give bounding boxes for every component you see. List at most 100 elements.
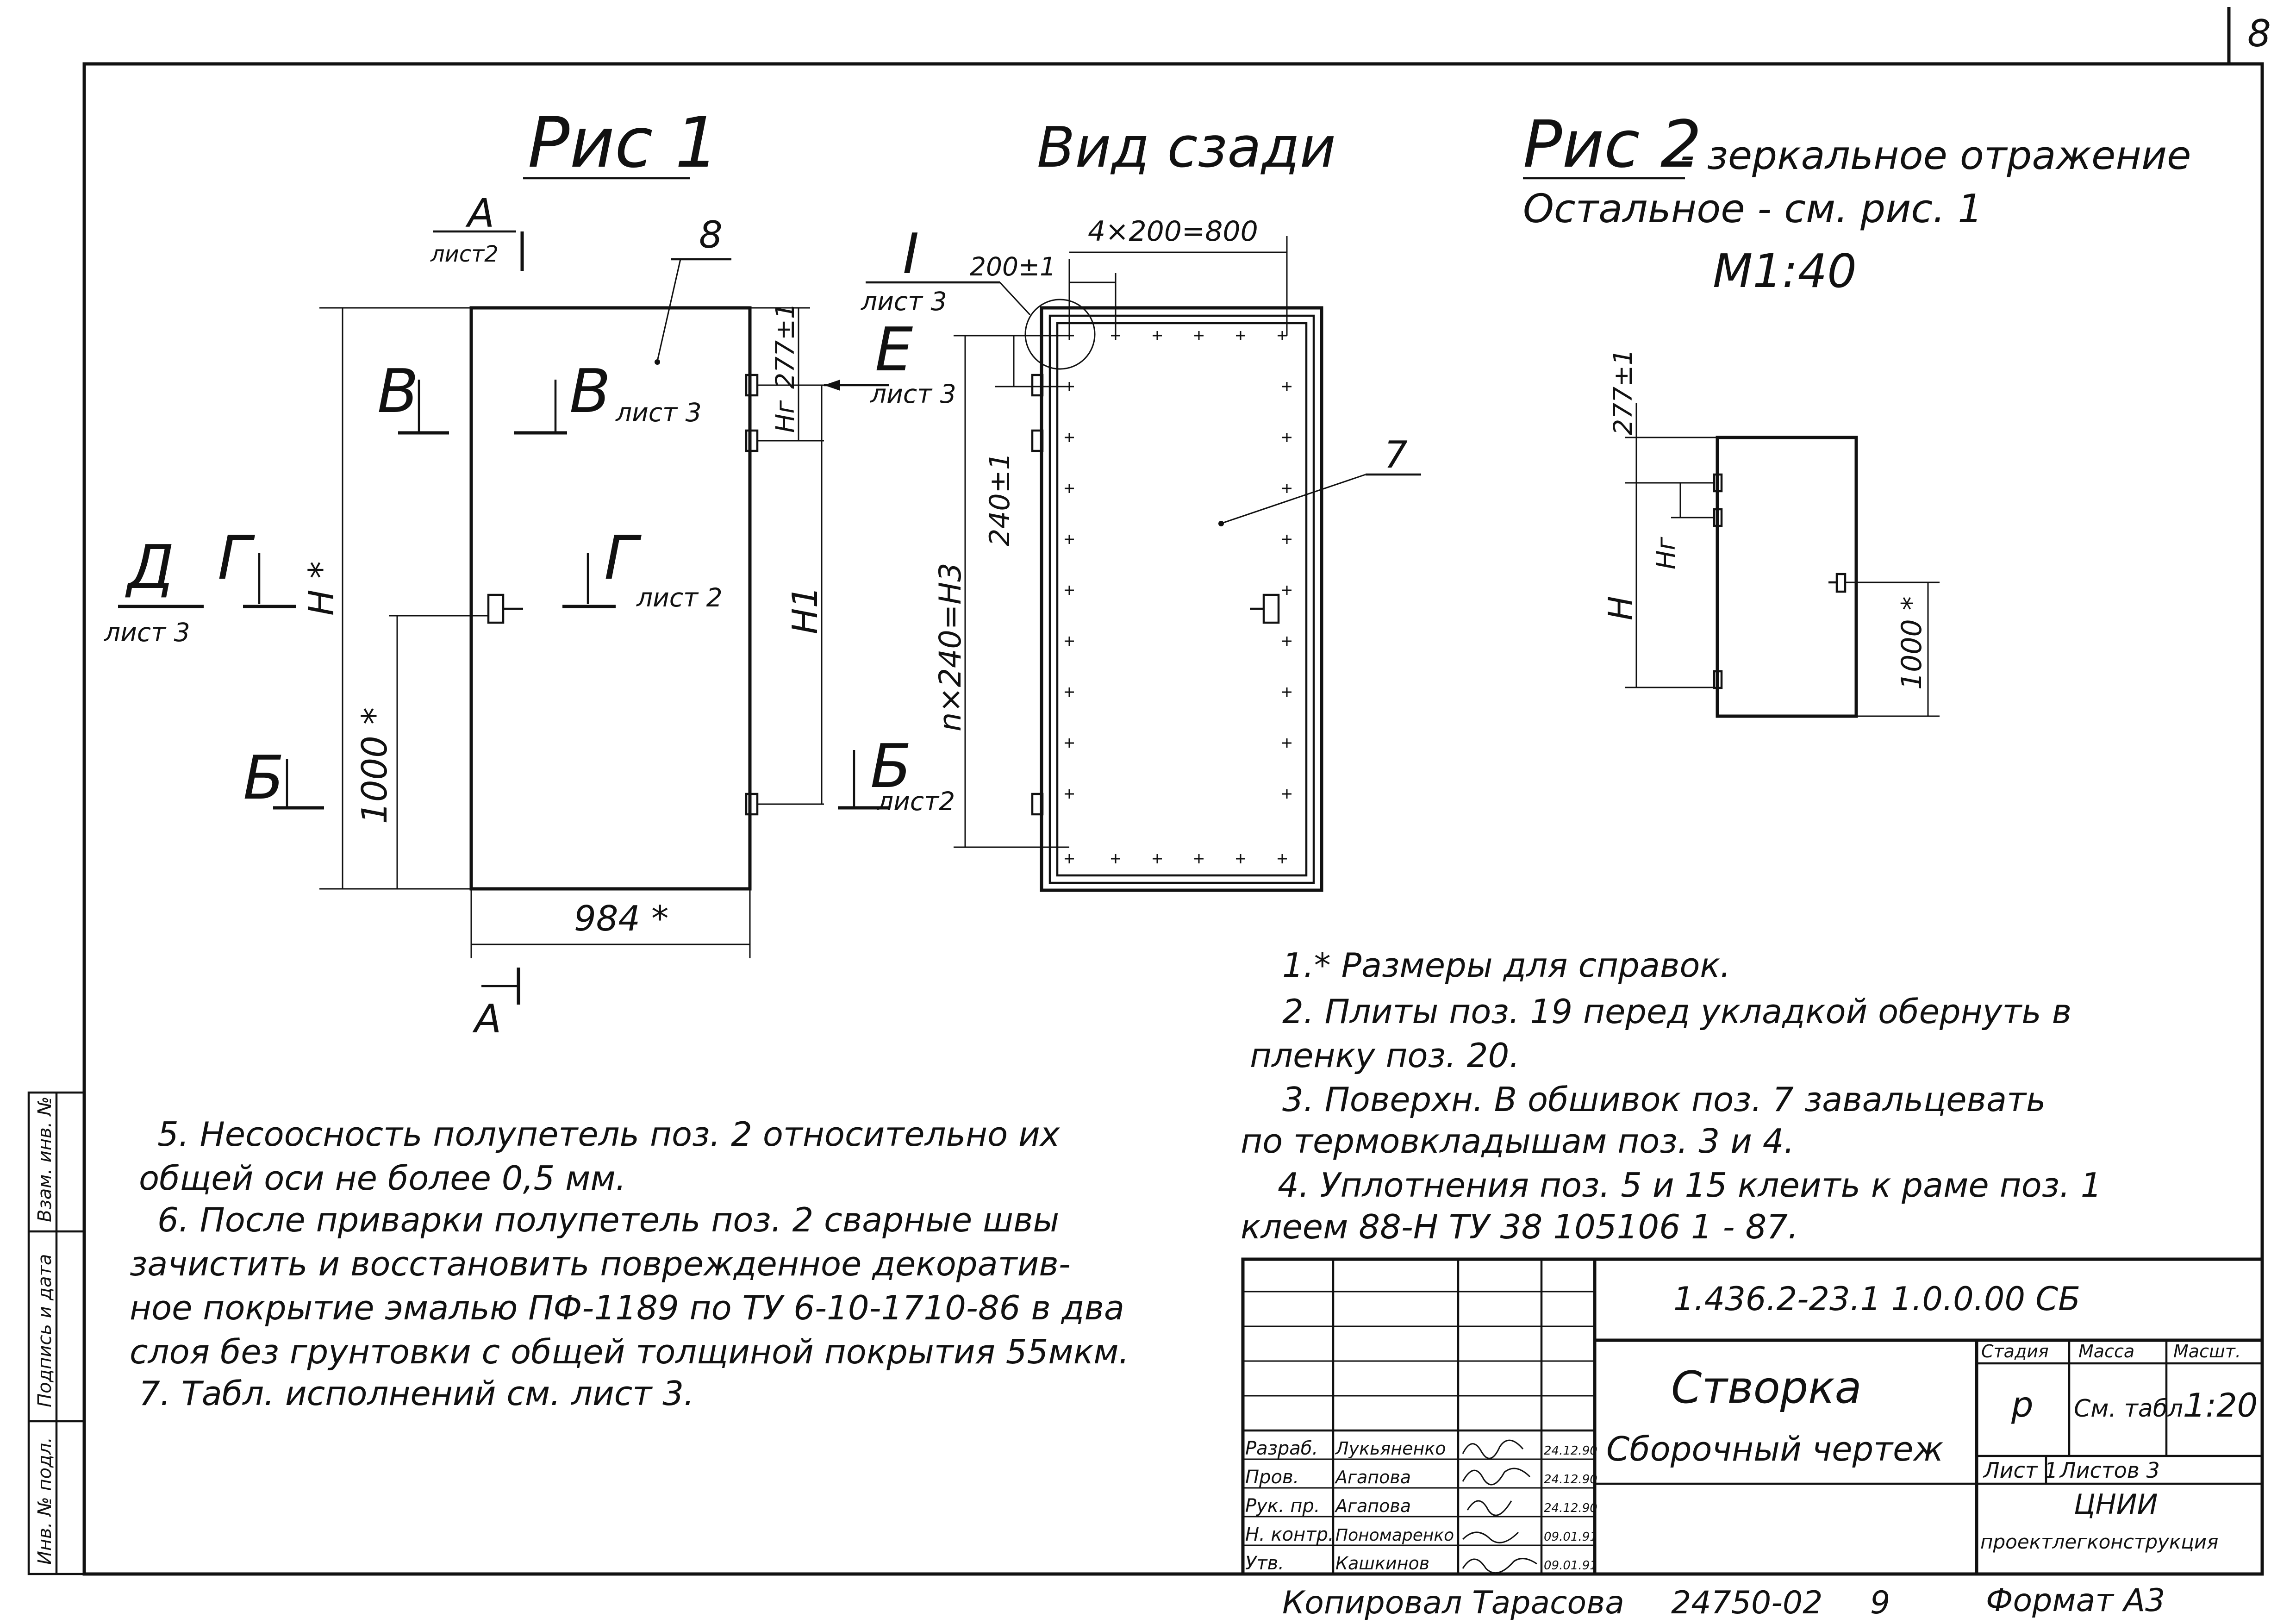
name-3: Пономаренко <box>1335 1526 1454 1545</box>
note-6-cont1: зачистить и восстановить поврежденное де… <box>130 1244 1071 1283</box>
section-a-top-ref: лист2 <box>430 241 499 267</box>
side-stamp-replace: Взам. инв. № <box>34 1096 56 1222</box>
mass-value: См. табл. <box>2074 1395 2191 1423</box>
rear-view: Вид сзади I лист 3 200±1 4×200=800 <box>861 116 1421 892</box>
role-1: Пров. <box>1245 1467 1299 1488</box>
doc-name: Створка <box>1671 1362 1862 1413</box>
view-g-ref: лист 2 <box>636 583 723 612</box>
stage-label: Стадия <box>1981 1341 2049 1362</box>
view-v-left: В <box>377 356 418 426</box>
date-0: 24.12.90 <box>1544 1444 1597 1458</box>
dim-1000: 1000 * <box>354 707 395 824</box>
dim-277: 277±1 <box>770 303 800 389</box>
notes-right: 1.* Размеры для справок. 2. Плиты поз. 1… <box>1241 946 2102 1246</box>
note-3-cont: по термовкладышам поз. 3 и 4. <box>1241 1122 1794 1161</box>
view-d: Д <box>125 532 175 602</box>
rear-door-outline <box>1040 306 1323 892</box>
scale-value: 1:20 <box>2185 1387 2258 1424</box>
door-handle <box>487 593 505 624</box>
footer-format: Формат А3 <box>1986 1582 2165 1619</box>
fig2-door-outline <box>1716 436 1858 718</box>
fig2-scale: М1:40 <box>1713 244 1857 298</box>
sheet-frame <box>27 7 2264 1576</box>
date-4: 09.01.91 <box>1544 1559 1597 1573</box>
dim-4x200: 4×200=800 <box>1088 215 1258 248</box>
dim-240: 240±1 <box>984 452 1016 546</box>
role-0: Разраб. <box>1245 1438 1318 1459</box>
notes-left: 5. Несоосность полупетель поз. 2 относит… <box>130 1115 1129 1413</box>
org-line2: проектлегконструкция <box>1980 1530 2218 1553</box>
note-6: 6. После приварки полупетель поз. 2 свар… <box>157 1200 1059 1239</box>
footer-number: 24750-02 <box>1671 1585 1822 1621</box>
fig2: Рис 2 - зеркальное отражение Остальное -… <box>1523 107 2191 718</box>
view-b-right: Б <box>870 731 911 801</box>
org-line1: ЦНИИ <box>2074 1488 2158 1521</box>
fig2-title: Рис 2 <box>1523 107 1702 182</box>
note-7: 7. Табл. исполнений см. лист 3. <box>139 1374 694 1413</box>
view-b-left: Б <box>243 743 284 813</box>
name-1: Агапова <box>1334 1467 1411 1487</box>
detail-i: I <box>903 222 919 287</box>
title-block: 1.436.2-23.1 1.0.0.00 СБ Створка Сборочн… <box>1241 1257 2264 1576</box>
note-6-cont2: ное покрытие эмалью ПФ-1189 по ТУ 6-10-1… <box>130 1288 1124 1327</box>
view-b-ref: лист2 <box>877 787 955 816</box>
dim-200: 200±1 <box>970 252 1056 281</box>
fig1: Рис 1 А лист2 8 В В лист 3 Д лист 3 Г <box>104 103 956 1042</box>
detail-circle <box>1024 299 1096 370</box>
role-2: Рук. пр. <box>1245 1495 1320 1517</box>
date-3: 09.01.91 <box>1544 1530 1597 1544</box>
note-4: 4. Уплотнения поз. 5 и 15 клеить к раме … <box>1278 1166 2102 1205</box>
view-v-ref: лист 3 <box>615 398 702 427</box>
note-2: 2. Плиты поз. 19 перед укладкой обернуть… <box>1282 992 2071 1031</box>
doc-type: Сборочный чертеж <box>1606 1430 1943 1468</box>
dim-hg: Hг <box>770 400 800 433</box>
footer: Копировал Тарасова 24750-02 9 Формат А3 <box>1282 1582 2165 1621</box>
rear-view-title: Вид сзади <box>1037 116 1336 180</box>
sheet-number: 8 <box>2247 12 2271 55</box>
side-stamp-sign: Подпись и дата <box>34 1254 56 1407</box>
name-2: Агапова <box>1334 1496 1411 1516</box>
dim-height: H * <box>301 561 342 616</box>
signatures <box>1462 1439 1537 1574</box>
dim-width: 984 * <box>574 898 669 939</box>
note-2-cont: пленку поз. 20. <box>1250 1036 1520 1075</box>
sheet-label: Лист 1 <box>1983 1458 2058 1483</box>
view-g-right: Г <box>604 523 642 593</box>
doc-code: 1.436.2-23.1 1.0.0.00 СБ <box>1673 1280 2080 1318</box>
view-d-ref: лист 3 <box>104 618 190 647</box>
fig2-dim-1000: 1000 * <box>1896 596 1928 690</box>
note-6-cont3: слоя без грунтовки с общей толщиной покр… <box>130 1332 1129 1371</box>
section-a-bottom: А <box>472 996 501 1042</box>
note-4-cont: клеем 88-Н ТУ 38 105106 1 - 87. <box>1241 1207 1798 1246</box>
role-4: Утв. <box>1245 1553 1284 1574</box>
fig2-dim-h: H <box>1602 596 1640 620</box>
fig2-dim-277: 277±1 <box>1608 349 1638 435</box>
fig2-rest-note: Остальное - см. рис. 1 <box>1523 186 1983 232</box>
detail-i-ref: лист 3 <box>861 287 947 316</box>
note-3: 3. Поверхн. В обшивок поз. 7 завальцеват… <box>1282 1080 2046 1119</box>
footer-page: 9 <box>1870 1585 1890 1621</box>
fig1-title: Рис 1 <box>528 103 719 183</box>
door-outline <box>469 306 752 891</box>
view-g-left: Г <box>218 523 255 593</box>
note-5-cont: общей оси не более 0,5 мм. <box>139 1159 626 1198</box>
view-v-right: В <box>569 356 611 426</box>
dim-h1: H1 <box>785 586 825 634</box>
date-2: 24.12.90 <box>1544 1501 1597 1515</box>
side-stamp-inv: Инв. № подл. <box>34 1437 56 1565</box>
section-a-top: А <box>465 191 494 237</box>
fig2-title-suffix: - зеркальное отражение <box>1680 133 2191 179</box>
fig2-dim-hg: Hг <box>1651 537 1681 569</box>
note-5: 5. Несоосность полупетель поз. 2 относит… <box>157 1115 1061 1154</box>
callout-8: 8 <box>699 213 723 256</box>
mass-label: Масса <box>2078 1341 2134 1362</box>
note-1: 1.* Размеры для справок. <box>1282 946 1731 985</box>
name-0: Лукьяненко <box>1335 1438 1446 1459</box>
callout-7: 7 <box>1384 433 1408 476</box>
sheets-label: Листов 3 <box>2059 1458 2160 1483</box>
view-e-ref: лист 3 <box>870 379 956 409</box>
name-4: Кашкинов <box>1335 1553 1429 1574</box>
scale-label: Масшт. <box>2173 1341 2241 1362</box>
stage-value: р <box>2011 1384 2034 1425</box>
